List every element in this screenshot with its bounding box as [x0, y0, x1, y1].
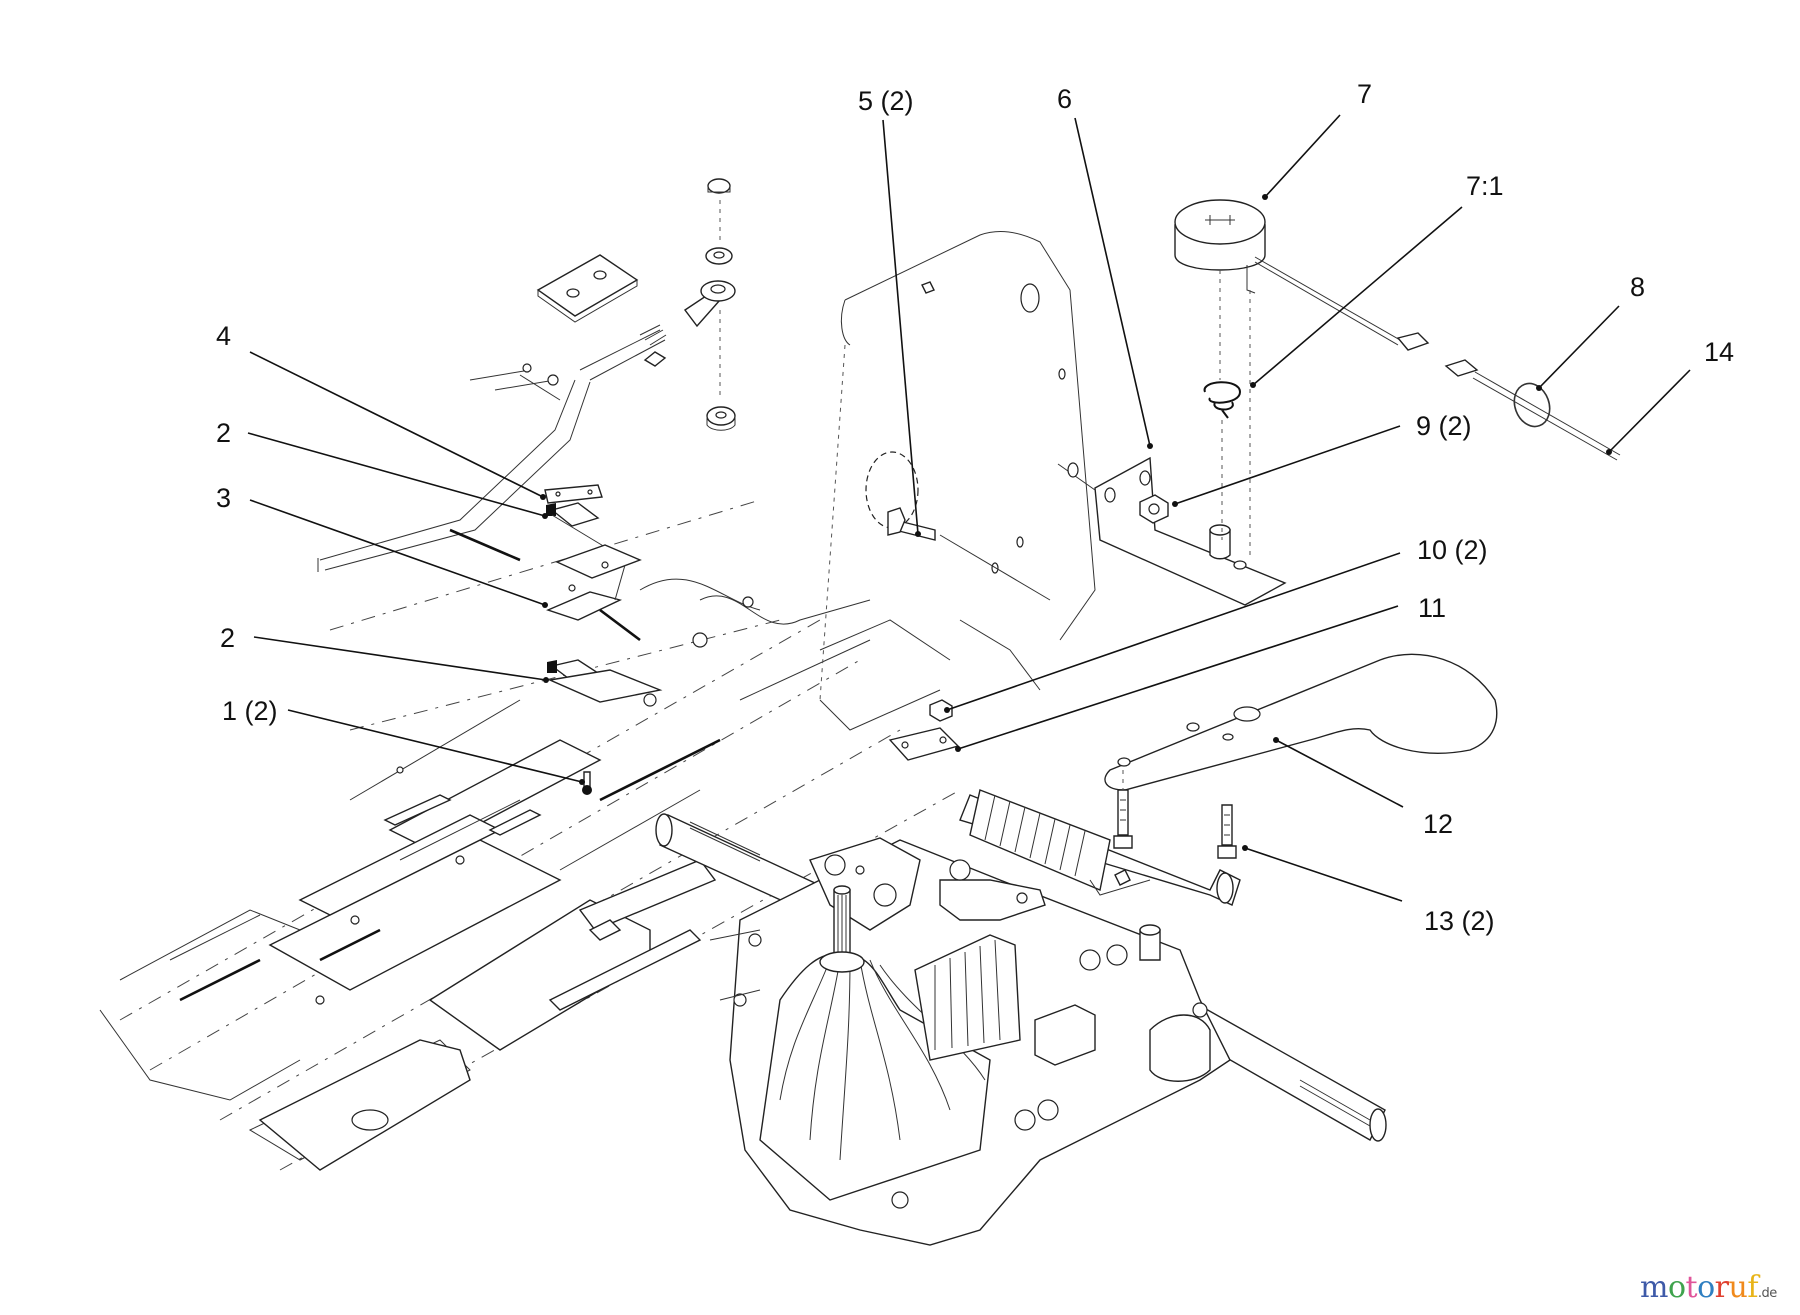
transmission	[655, 789, 1387, 1246]
callout-label: 9 (2)	[1416, 411, 1472, 441]
callout-5: 5 (2)	[858, 86, 921, 537]
callout-7-1: 7:1	[1250, 171, 1504, 388]
cable-tie-8	[1513, 382, 1551, 428]
switch-2a	[550, 502, 600, 527]
sensor-7	[1174, 199, 1430, 560]
callout-label: 2	[220, 623, 235, 653]
nut	[707, 178, 731, 194]
callout-13: 13 (2)	[1242, 845, 1495, 936]
callout-2b: 2	[220, 623, 549, 683]
watermark-letter: o	[1667, 1270, 1686, 1305]
callout-label: 8	[1630, 272, 1645, 302]
bolt-13a	[1117, 789, 1129, 836]
linkage-parts	[317, 178, 736, 572]
watermark-letter: o	[1697, 1270, 1715, 1305]
plate-4	[544, 484, 603, 504]
callout-label: 11	[1418, 593, 1446, 623]
lever-parts	[888, 653, 1498, 859]
bracket-3	[555, 544, 642, 579]
callout-label: 1 (2)	[222, 696, 278, 726]
callout-11: 11	[955, 593, 1446, 752]
callout-8: 8	[1536, 272, 1645, 391]
watermark-letter: r	[1714, 1270, 1729, 1305]
callout-label: 7	[1357, 79, 1372, 109]
callout-3: 3	[216, 483, 548, 608]
watermark-letter: u	[1728, 1270, 1748, 1305]
lever-12	[1104, 653, 1498, 791]
callout-label: 6	[1057, 84, 1072, 114]
callouts: 5 (2) 6 7 7:1 8 14 9	[216, 79, 1734, 936]
link-11	[888, 727, 960, 761]
callout-label: 4	[216, 321, 231, 351]
support-plate	[819, 231, 1096, 731]
callout-4: 4	[216, 321, 546, 500]
callout-label: 14	[1704, 337, 1734, 367]
watermark-tld: .de	[1757, 1286, 1777, 1301]
bracket-6	[1057, 456, 1287, 606]
watermark-logo: motoruf.de	[1640, 1270, 1777, 1305]
watermark-letter: m	[1640, 1270, 1668, 1305]
callout-label: 10 (2)	[1417, 535, 1488, 565]
callout-9: 9 (2)	[1172, 411, 1472, 507]
watermark-letter: t	[1685, 1270, 1698, 1305]
callout-10: 10 (2)	[944, 535, 1488, 713]
callout-7: 7	[1262, 79, 1372, 200]
callout-label: 13 (2)	[1424, 906, 1495, 936]
switch-assembly	[449, 484, 663, 795]
callout-label: 3	[216, 483, 231, 513]
watermark-letter: f	[1747, 1270, 1758, 1305]
callout-6: 6	[1057, 84, 1153, 449]
callout-label: 5 (2)	[858, 86, 914, 116]
harness-14	[1444, 359, 1621, 461]
callout-1: 1 (2)	[222, 696, 585, 785]
callout-12: 12	[1273, 737, 1453, 839]
callout-14: 14	[1606, 337, 1734, 455]
callout-label: 12	[1423, 809, 1453, 839]
chassis-frame	[99, 499, 961, 1171]
callout-2a: 2	[216, 418, 548, 519]
bellows-boot	[969, 789, 1111, 891]
callout-label: 2	[216, 418, 231, 448]
callout-label: 7:1	[1466, 171, 1504, 201]
nut-10	[929, 699, 953, 722]
